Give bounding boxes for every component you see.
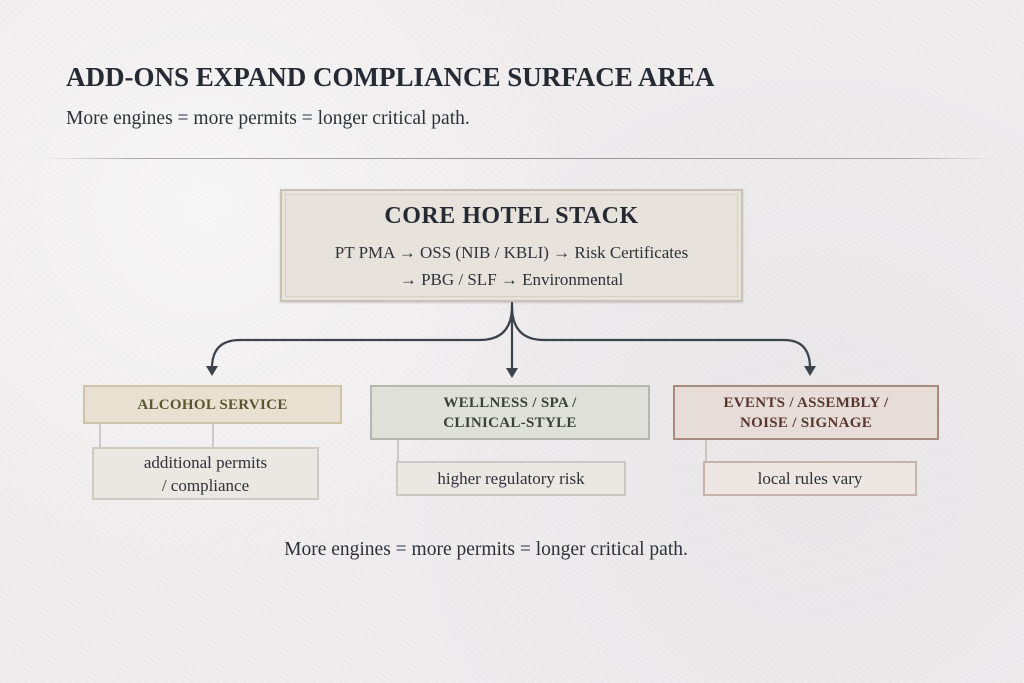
branch-alcohol-note-line-1: additional permits — [143, 452, 268, 472]
branch-wellness-note-line-1: higher regulatory risk — [437, 469, 585, 488]
branch-alcohol-service: ALCOHOL SERVICE — [83, 385, 342, 424]
footer-takeaway: More engines = more permits = longer cri… — [284, 539, 688, 560]
header-divider — [40, 158, 1000, 159]
branch-events-note-line-1: local rules vary — [757, 469, 863, 488]
core-process-line-2: → PBG / SLF → Environmental — [399, 270, 624, 289]
connector-right-curve — [510, 304, 812, 370]
branch-events-note: local rules vary — [703, 461, 917, 496]
branch-events-label-line-2: NOISE / SIGNAGE — [739, 414, 873, 431]
branch-alcohol-note: additional permits / compliance — [92, 447, 319, 500]
page-title: ADD-ONS EXPAND COMPLIANCE SURFACE AREA — [66, 62, 715, 92]
branch-events-assembly: EVENTS / ASSEMBLY / NOISE / SIGNAGE — [673, 385, 939, 440]
arrowhead-right-icon — [804, 366, 816, 376]
core-title: CORE HOTEL STACK — [384, 203, 639, 229]
branch-wellness-label-line-2: CLINICAL-STYLE — [443, 414, 577, 431]
branch-wellness-label-line-1: WELLNESS / SPA / — [443, 394, 577, 411]
branch-wellness-spa: WELLNESS / SPA / CLINICAL-STYLE — [370, 385, 650, 440]
arrowhead-center-icon — [506, 368, 518, 378]
connector-left-curve — [210, 304, 514, 370]
arrowhead-left-icon — [206, 366, 218, 376]
branch-events-label-line-1: EVENTS / ASSEMBLY / — [723, 394, 889, 411]
core-process-line-1: PT PMA → OSS (NIB / KBLI) → Risk Certifi… — [334, 243, 689, 262]
branch-alcohol-label: ALCOHOL SERVICE — [137, 396, 288, 413]
core-hotel-stack-box: CORE HOTEL STACK PT PMA → OSS (NIB / KBL… — [280, 189, 743, 302]
page-subtitle: More engines = more permits = longer cri… — [66, 108, 470, 129]
branch-alcohol-note-line-2: / compliance — [161, 475, 250, 495]
branch-wellness-note: higher regulatory risk — [396, 461, 626, 496]
